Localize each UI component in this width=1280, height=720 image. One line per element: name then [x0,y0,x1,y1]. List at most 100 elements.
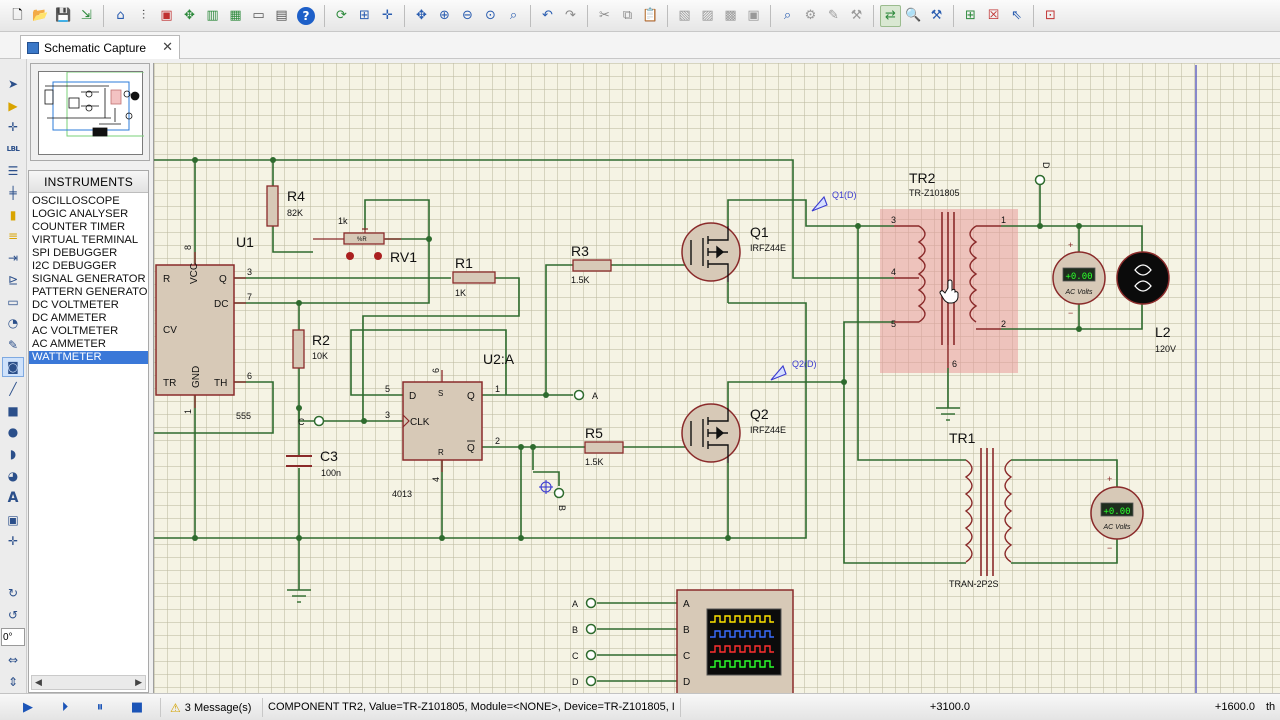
logic-analyser[interactable]: A B C D [676,589,794,693]
stop-icon[interactable]: ■ [130,700,144,715]
q2-mosfet[interactable]: Q2 IRFZ44E [681,403,786,463]
component-mode-icon[interactable]: ▶ [8,98,18,113]
zoom-all-icon[interactable]: ⊙ [485,8,496,23]
exit-sheet-icon[interactable]: ⇖ [1011,8,1022,23]
voltage-probe-q2[interactable]: Q2(D) [770,359,817,381]
probe-icon[interactable]: ✎ [7,338,19,353]
origin-icon[interactable]: ✛ [382,8,393,23]
junction-dot-icon[interactable]: ✛ [7,120,19,135]
import-icon[interactable]: ⇲ [81,8,92,23]
message-counter[interactable]: ⚠ 3 Message(s) [170,701,251,715]
pan-icon[interactable]: ✥ [416,8,427,23]
generator-icon[interactable]: ◔ [7,316,19,331]
scroll-right-icon[interactable]: ▶ [135,677,142,688]
instrument-item[interactable]: SPI DEBUGGER [32,247,118,259]
instrument-item[interactable]: DC AMMETER [32,312,107,324]
c3-capacitor[interactable]: C3 100n [286,448,341,478]
line-2d-icon[interactable]: ╱ [9,381,17,396]
undo-icon[interactable]: ↶ [542,8,553,23]
mirror-vertical-icon[interactable]: ⇕ [7,674,19,689]
terminal-d[interactable]: D [1034,162,1052,186]
make-device-icon[interactable]: ⚙ [804,8,817,23]
new-icon[interactable]: 🗋 [12,8,23,23]
voltage-probe-q1[interactable]: Q1(D) [811,190,857,212]
bookmark-icon[interactable]: ▭ [252,8,265,23]
zoom-out-icon[interactable]: ⊖ [462,8,473,23]
terminal-b[interactable]: B [539,480,567,511]
schematic-drawing[interactable]: R VCC Q DC CV TR GND TH 8 3 7 6 1 U1 555… [153,63,1280,693]
r3-resistor[interactable]: R3 1.5K [571,243,612,285]
symbol-2d-icon[interactable]: ▣ [7,512,19,527]
tr2-transformer[interactable]: 3 4 5 6 1 2 TR2 TR-Z101805 [891,170,1006,369]
instrument-item-selected[interactable]: WATTMETER [29,351,148,364]
marker-2d-icon[interactable]: ✛ [7,534,19,549]
text-2d-icon[interactable]: A [7,489,19,506]
q1-mosfet[interactable]: Q1 IRFZ44E [681,222,786,282]
instrument-item[interactable]: AC VOLTMETER [32,325,119,337]
pick-device-icon[interactable]: ⌕ [783,8,792,23]
refresh-icon[interactable]: ⟳ [336,8,347,23]
r2-resistor[interactable]: R2 10K [292,329,330,369]
home-icon[interactable]: ⌂ [116,8,125,23]
terminals-icon[interactable]: ≡ [7,229,19,244]
zoom-area-icon[interactable]: ⌕ [509,8,518,23]
scroll-left-icon[interactable]: ◀ [35,677,42,688]
arc-2d-icon[interactable]: ◗ [9,447,17,462]
virtual-instruments-icon[interactable]: ◙ [2,357,24,377]
tape-recorder-icon[interactable]: ▭ [7,294,19,309]
lamp-l2[interactable]: L2 120V [1116,251,1176,354]
tr1-transformer[interactable]: TR1 TRAN-2P2S [949,430,1013,589]
paste-icon[interactable]: 📋 [642,8,659,23]
mirror-horizontal-icon[interactable]: ⇔ [7,653,19,668]
schematic-editing-window[interactable]: R VCC Q DC CV TR GND TH 8 3 7 6 1 U1 555… [153,63,1280,693]
ac-voltmeter-1[interactable]: +0.00 AC Volts + − [1052,240,1106,318]
cog-icon[interactable]: ✥ [184,8,195,23]
device-pins-icon[interactable]: ⇥ [7,251,19,266]
rv1-potentiometer[interactable]: %R 1k RV1 [313,216,417,265]
terminal-a[interactable]: A [573,389,599,402]
block-copy-icon[interactable]: ▧ [678,8,691,23]
u2a-flipflop[interactable]: D S Q CLK R Q 5 6 1 3 4 2 U2:A 4013 [385,351,515,499]
tab-schematic-capture[interactable]: Schematic Capture ✕ [20,35,180,59]
remove-sheet-icon[interactable]: ☒ [987,8,1000,23]
instruments-horizontal-scrollbar[interactable]: ◀ ▶ [31,675,146,690]
rotate-anticlockwise-icon[interactable]: ↺ [7,607,19,622]
u1-555-timer[interactable]: R VCC Q DC CV TR GND TH 8 3 7 6 1 U1 555 [155,234,254,421]
save-icon[interactable]: 💾 [55,8,72,23]
pause-icon[interactable]: ⏸ [96,700,104,715]
help-icon[interactable]: ? [297,6,315,25]
subcircuit-icon[interactable]: ▮ [9,207,17,222]
open-icon[interactable]: 📂 [32,8,49,23]
new-sheet-icon[interactable]: ⊞ [965,8,976,23]
decompose-icon[interactable]: ⚒ [850,8,863,23]
instrument-item[interactable]: VIRTUAL TERMINAL [32,234,139,246]
zoom-in-icon[interactable]: ⊕ [439,8,450,23]
instrument-item[interactable]: LOGIC ANALYSER [32,208,129,220]
selection-mode-icon[interactable]: ➤ [7,76,19,91]
box-2d-icon[interactable]: ■ [7,403,19,418]
component-icon[interactable]: ⫶ [141,8,146,23]
search-icon[interactable]: 🔍 [905,8,922,23]
grid-icon[interactable]: ⊞ [359,8,370,23]
graph-icon[interactable]: ⊵ [7,272,19,287]
rv1-increment-button[interactable] [374,252,382,260]
r1-resistor[interactable]: R1 1K [452,255,496,298]
rotate-clockwise-icon[interactable]: ↻ [7,585,19,600]
rotation-angle-input[interactable] [1,628,25,647]
wire-autorouter-icon[interactable]: ⇄ [880,4,901,27]
step-icon[interactable]: ⏵ [61,700,69,715]
close-icon[interactable]: ✕ [162,40,173,55]
text-script-icon[interactable]: ☰ [7,164,19,179]
cut-icon[interactable]: ✂ [599,8,610,23]
rv1-decrement-button[interactable] [346,252,354,260]
instrument-item[interactable]: SIGNAL GENERATOR [32,273,146,285]
r5-resistor[interactable]: R5 1.5K [584,425,624,467]
block-delete-icon[interactable]: ▣ [747,8,760,23]
block-rotate-icon[interactable]: ▩ [724,8,737,23]
gerber-icon[interactable]: ▦ [229,8,242,23]
package-icon[interactable]: ✎ [828,8,839,23]
overview-window[interactable] [30,63,150,161]
document-icon[interactable]: ▤ [275,8,288,23]
instrument-item[interactable]: OSCILLOSCOPE [32,195,120,207]
copy-icon[interactable]: ⧉ [622,8,633,23]
